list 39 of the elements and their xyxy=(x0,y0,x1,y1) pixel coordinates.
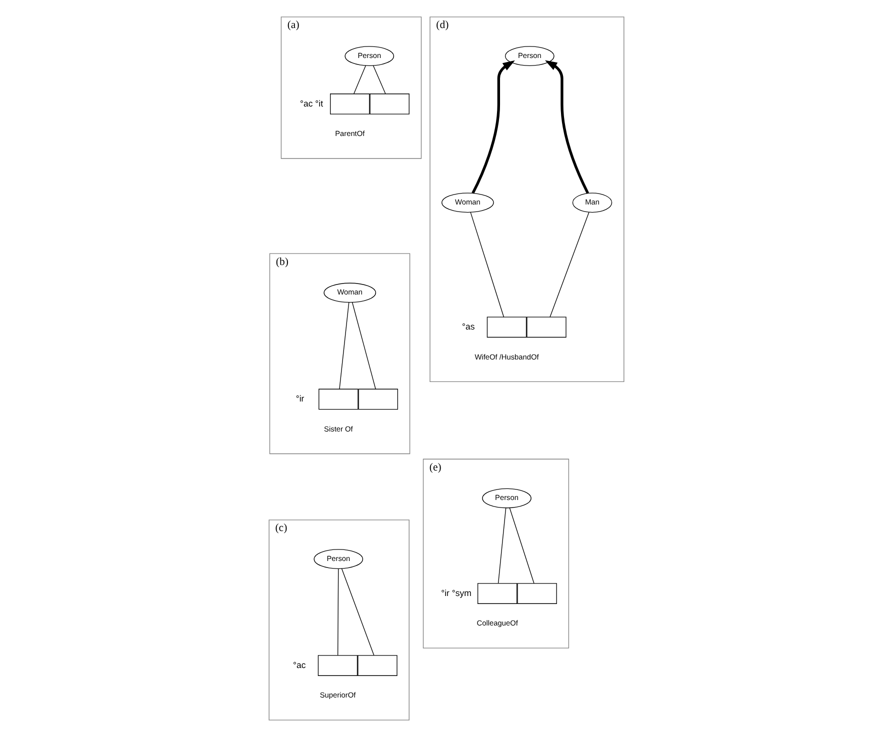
node-ellipse: Person xyxy=(314,549,364,570)
node-box xyxy=(477,583,518,604)
node-label: °ac xyxy=(293,660,306,670)
node-box xyxy=(486,316,527,338)
node-ellipse: Woman xyxy=(442,192,494,213)
arrow xyxy=(472,60,515,194)
node-ellipse: Woman xyxy=(324,282,376,303)
node-label: ParentOf xyxy=(335,129,365,138)
node-label: °ac °it xyxy=(300,98,324,108)
node-box xyxy=(358,388,398,410)
node-label: °ir xyxy=(296,393,304,404)
node-box xyxy=(330,94,370,114)
connector xyxy=(550,212,590,318)
node-label: Sister Of xyxy=(324,424,353,434)
node-label: °as xyxy=(462,321,475,332)
node-box xyxy=(318,388,358,410)
connector xyxy=(509,507,534,584)
node-ellipse: Man xyxy=(572,192,612,213)
connector xyxy=(341,568,374,656)
node-ellipse: Person xyxy=(344,46,394,66)
node-box xyxy=(526,316,566,338)
node-box xyxy=(358,655,398,676)
connector xyxy=(498,508,506,584)
arrow xyxy=(544,60,590,194)
connector xyxy=(352,302,376,390)
node-label: ColleagueOf xyxy=(476,618,518,628)
node-label: WifeOf /HusbandOf xyxy=(474,352,539,362)
connector xyxy=(339,302,350,390)
connector xyxy=(337,568,339,656)
node-ellipse: Person xyxy=(482,488,532,508)
connector xyxy=(372,65,386,94)
node-box xyxy=(370,94,410,114)
node-ellipse: Person xyxy=(505,46,554,66)
connector xyxy=(470,212,504,318)
node-box xyxy=(517,583,557,604)
node-box xyxy=(318,655,358,676)
node-label: °ir °sym xyxy=(441,588,472,598)
node-label: SuperiorOf xyxy=(320,690,356,700)
connector xyxy=(354,65,366,94)
